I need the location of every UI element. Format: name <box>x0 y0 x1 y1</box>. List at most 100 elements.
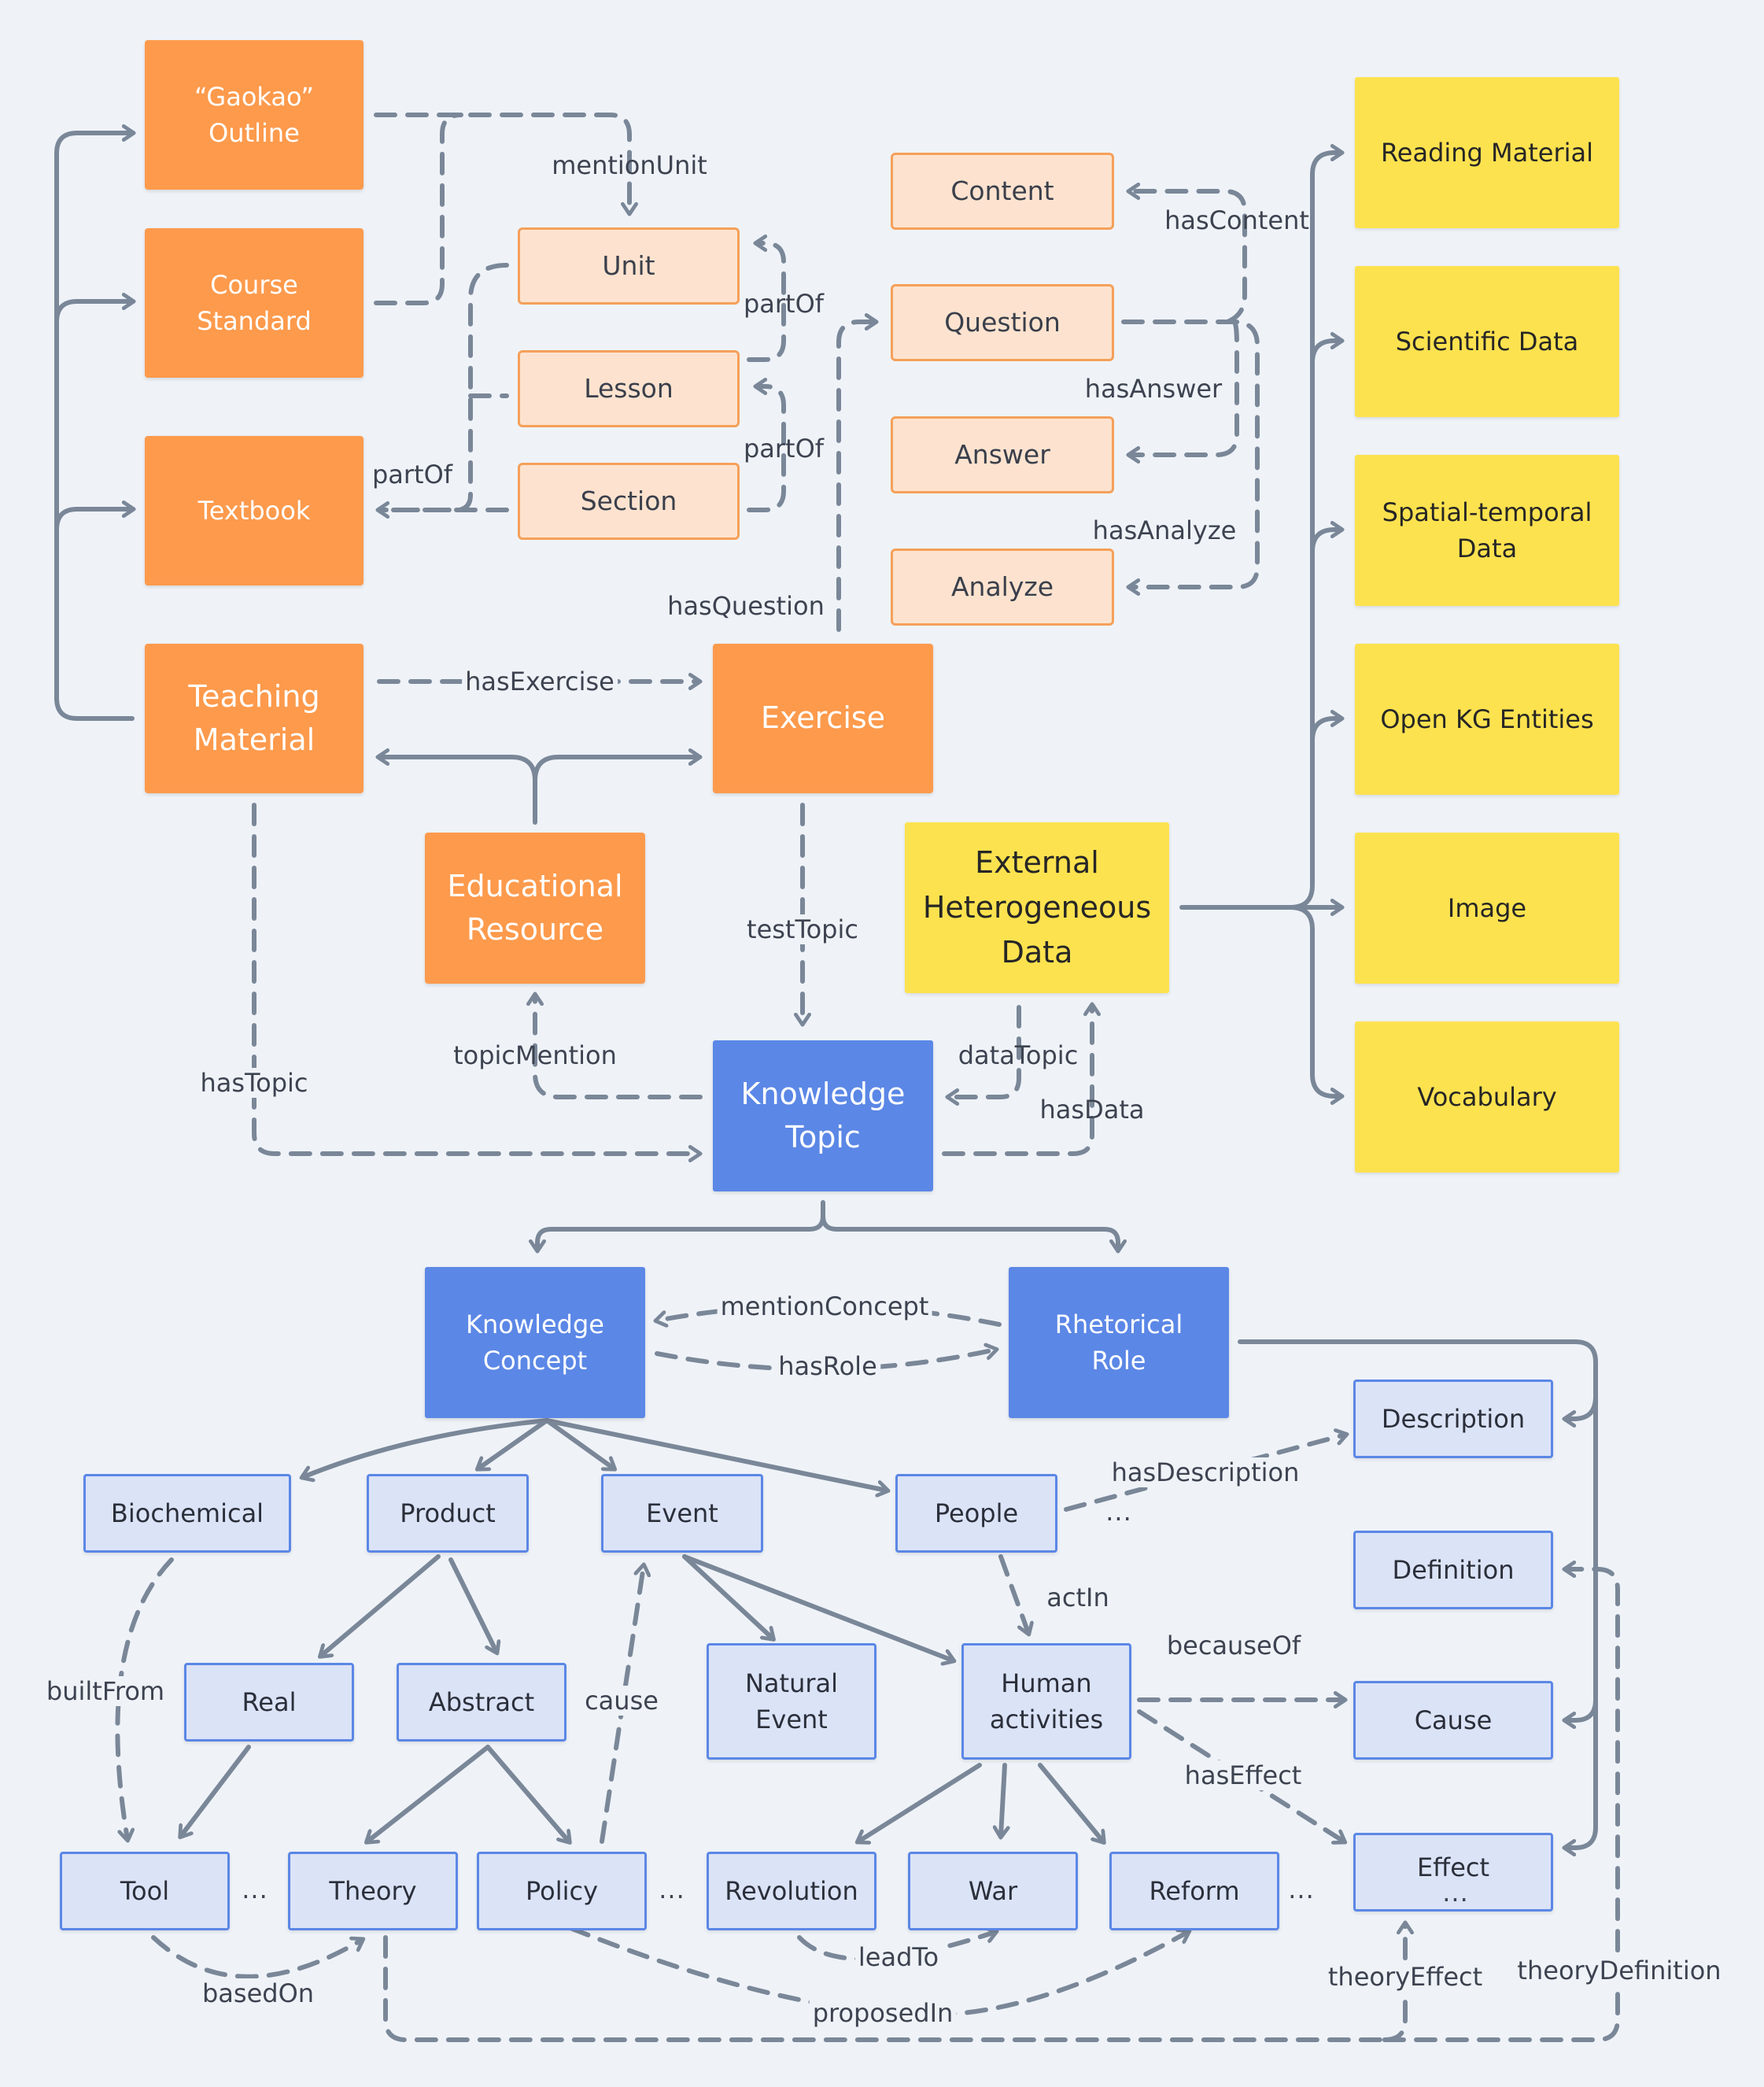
edge-dashed <box>115 1557 174 1839</box>
edge-label-has-question: hasQuestion <box>667 591 825 621</box>
textbook-node[interactable]: Textbook <box>145 436 364 585</box>
edge-solid <box>858 1763 982 1841</box>
spatial-temporal-data-node[interactable]: Spatial-temporal Data <box>1355 455 1619 606</box>
natural-event-node[interactable]: Natural Event <box>707 1643 876 1760</box>
edge-dashed <box>374 113 629 212</box>
knowledge-concept-node[interactable]: Knowledge Concept <box>425 1267 645 1418</box>
revolution-node[interactable]: Revolution <box>707 1852 876 1930</box>
edge-label-mention-concept: mentionConcept <box>717 1291 932 1321</box>
edge-label-theory-effect: theoryEffect <box>1324 1962 1486 1992</box>
edge-dashed <box>1121 320 1260 587</box>
edge-solid <box>485 1745 569 1841</box>
lesson-node[interactable]: Lesson <box>518 350 740 427</box>
edge-label-has-effect: hasEffect <box>1181 1760 1305 1790</box>
biochemical-node[interactable]: Biochemical <box>83 1474 291 1553</box>
edge-solid <box>379 757 537 825</box>
edge-label-data-topic: dataTopic <box>958 1040 1079 1070</box>
scientific-data-node[interactable]: Scientific Data <box>1355 266 1619 417</box>
human-activities-node[interactable]: Human activities <box>961 1643 1131 1760</box>
policy-node[interactable]: Policy <box>477 1852 647 1930</box>
vocabulary-node[interactable]: Vocabulary <box>1355 1021 1619 1173</box>
knowledge-topic-node[interactable]: Knowledge Topic <box>713 1040 933 1191</box>
edge-dashed <box>535 995 703 1099</box>
edge-label-test-topic: testTopic <box>744 914 862 944</box>
edge-label-proposed-in: proposedIn <box>809 1998 957 2028</box>
edge-solid <box>303 1418 549 1477</box>
edge-solid <box>1310 341 1341 365</box>
edge-solid <box>54 509 132 532</box>
unit-node[interactable]: Unit <box>518 227 740 305</box>
external-heterogeneous-data-node[interactable]: External Heterogeneous Data <box>905 822 1169 993</box>
edge-solid <box>1238 1339 1598 1848</box>
ellipsis-after-policy: ... <box>659 1875 685 1904</box>
open-kg-entities-node[interactable]: Open KG Entities <box>1355 644 1619 795</box>
edge-dashed <box>1130 191 1247 324</box>
rhetorical-role-node[interactable]: Rhetorical Role <box>1009 1267 1229 1418</box>
product-node[interactable]: Product <box>367 1474 529 1553</box>
edge-solid <box>1566 1394 1598 1419</box>
edge-label-has-topic: hasTopic <box>197 1068 312 1098</box>
ellipsis-after-tool: ... <box>242 1875 268 1904</box>
edge-label-mention-unit: mentionUnit <box>552 150 707 180</box>
edge-solid <box>1566 1697 1598 1720</box>
description-node[interactable]: Description <box>1353 1380 1553 1458</box>
edge-solid <box>533 757 699 783</box>
edge-dashed <box>1137 1709 1344 1841</box>
edge-label-topic-mention: topicMention <box>453 1040 617 1070</box>
war-node[interactable]: War <box>908 1852 1078 1930</box>
effect-label: Effect <box>1416 1852 1490 1882</box>
edge-solid <box>1001 1763 1005 1836</box>
edge-label-has-role: hasRole <box>775 1351 880 1381</box>
edge-solid <box>544 1418 887 1490</box>
ellipsis-after-reform: ... <box>1288 1875 1315 1904</box>
edge-label-based-on: basedOn <box>198 1978 318 2008</box>
edge-dashed <box>374 113 463 305</box>
edge-label-theory-definition: theoryDefinition <box>1514 1956 1725 1985</box>
edge-dashed <box>949 1005 1021 1097</box>
answer-node[interactable]: Answer <box>891 416 1114 493</box>
reform-node[interactable]: Reform <box>1109 1852 1279 1930</box>
edge-label-part-of-unit: partOf <box>743 289 825 319</box>
edge-solid <box>537 1200 825 1250</box>
edge-label-because-of: becauseOf <box>1166 1631 1301 1660</box>
edge-label-lead-to: leadTo <box>854 1942 943 1972</box>
ellipsis-after-people: ... <box>1105 1497 1132 1527</box>
course-standard-node[interactable]: Course Standard <box>145 228 364 378</box>
edge-dashed <box>383 1935 1387 2042</box>
edge-label-has-exercise: hasExercise <box>462 667 618 696</box>
section-node[interactable]: Section <box>518 463 740 540</box>
event-node[interactable]: Event <box>601 1474 763 1553</box>
question-node[interactable]: Question <box>891 284 1114 361</box>
cause-node[interactable]: Cause <box>1353 1681 1553 1760</box>
effect-node[interactable]: Effect ... <box>1353 1833 1553 1912</box>
edge-solid <box>54 133 132 721</box>
abstract-node[interactable]: Abstract <box>397 1663 566 1742</box>
edge-label-cause: cause <box>581 1686 662 1716</box>
edge-solid <box>682 1554 773 1638</box>
edge-solid <box>478 1418 549 1468</box>
edge-solid <box>54 301 132 324</box>
reading-material-node[interactable]: Reading Material <box>1355 77 1619 228</box>
theory-node[interactable]: Theory <box>288 1852 458 1930</box>
edge-solid <box>1038 1763 1103 1841</box>
educational-resource-node[interactable]: Educational Resource <box>425 833 645 984</box>
exercise-node[interactable]: Exercise <box>713 644 933 793</box>
edge-solid <box>367 1745 490 1841</box>
people-node[interactable]: People <box>895 1474 1057 1553</box>
tool-node[interactable]: Tool <box>60 1852 230 1930</box>
edge-label-has-content: hasContent <box>1164 205 1309 235</box>
analyze-node[interactable]: Analyze <box>891 549 1114 626</box>
edge-label-built-from: builtFrom <box>42 1676 168 1706</box>
image-node[interactable]: Image <box>1355 833 1619 984</box>
edge-dashed <box>252 803 699 1154</box>
teaching-material-node[interactable]: Teaching Material <box>145 644 364 793</box>
definition-node[interactable]: Definition <box>1353 1531 1553 1609</box>
edge-solid <box>1310 530 1341 554</box>
edge-label-has-analyze: hasAnalyze <box>1092 515 1237 545</box>
edge-dashed <box>942 1006 1092 1156</box>
edge-dashed <box>151 1935 362 1979</box>
gaokao-outline-node[interactable]: “Gaokao” Outline <box>145 40 364 190</box>
real-node[interactable]: Real <box>184 1663 354 1742</box>
content-node[interactable]: Content <box>891 153 1114 230</box>
